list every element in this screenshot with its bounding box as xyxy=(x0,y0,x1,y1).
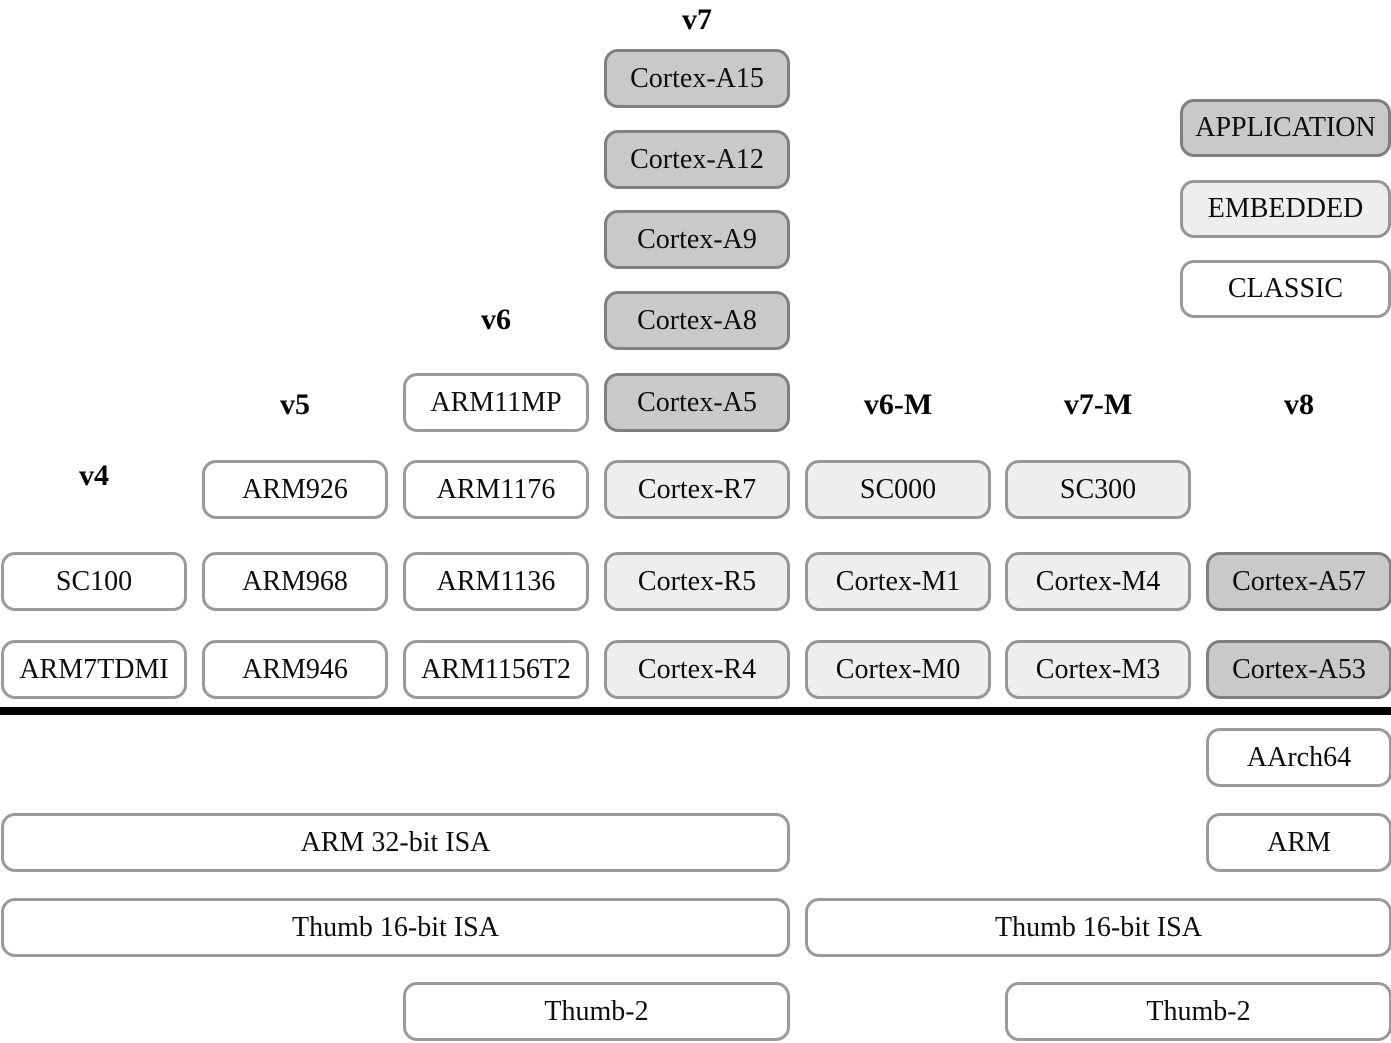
box-cortex-r7: Cortex-R7 xyxy=(604,460,790,519)
box-cortex-a12: Cortex-A12 xyxy=(604,130,790,189)
legend-embedded: EMBEDDED xyxy=(1180,180,1391,238)
label-v6: v6 xyxy=(481,303,511,336)
isa-aarch64: AArch64 xyxy=(1206,728,1391,787)
isa-thumb-16-bit-isa-2: Thumb 16-bit ISA xyxy=(805,898,1391,957)
box-cortex-a53: Cortex-A53 xyxy=(1206,640,1391,699)
isa-thumb-16-bit-isa: Thumb 16-bit ISA xyxy=(1,898,790,957)
box-cortex-a15: Cortex-A15 xyxy=(604,49,790,108)
box-sc000: SC000 xyxy=(805,460,991,519)
box-arm7tdmi: ARM7TDMI xyxy=(1,640,187,699)
box-cortex-m4: Cortex-M4 xyxy=(1005,552,1191,611)
box-arm946: ARM946 xyxy=(202,640,388,699)
box-arm1156t2: ARM1156T2 xyxy=(403,640,589,699)
legend-embedded-label: EMBEDDED xyxy=(1207,193,1364,224)
box-cortex-a57: Cortex-A57 xyxy=(1206,552,1391,611)
isa-thumb-2: Thumb-2 xyxy=(403,982,790,1041)
box-arm968: ARM968 xyxy=(202,552,388,611)
label-v7: v7 xyxy=(682,3,712,36)
box-cortex-r5: Cortex-R5 xyxy=(604,552,790,611)
box-cortex-m0: Cortex-M0 xyxy=(805,640,991,699)
box-cortex-a9: Cortex-A9 xyxy=(604,210,790,269)
label-v7-m: v7-M xyxy=(1063,388,1133,421)
isa-section-divider xyxy=(0,707,1391,715)
legend-application-label: APPLICATION xyxy=(1195,112,1376,143)
isa-thumb-2-2: Thumb-2 xyxy=(1005,982,1391,1041)
box-sc100: SC100 xyxy=(1,552,187,611)
label-v8: v8 xyxy=(1284,388,1314,421)
box-cortex-m1: Cortex-M1 xyxy=(805,552,991,611)
isa-arm-32-bit-isa: ARM 32-bit ISA xyxy=(1,813,790,872)
box-sc300: SC300 xyxy=(1005,460,1191,519)
box-cortex-a5: Cortex-A5 xyxy=(604,373,790,432)
legend-classic: CLASSIC xyxy=(1180,260,1391,318)
box-cortex-m3: Cortex-M3 xyxy=(1005,640,1191,699)
legend-application: APPLICATION xyxy=(1180,99,1391,157)
label-v4: v4 xyxy=(79,459,109,492)
box-arm926: ARM926 xyxy=(202,460,388,519)
isa-arm: ARM xyxy=(1206,813,1391,872)
box-cortex-r4: Cortex-R4 xyxy=(604,640,790,699)
box-arm1136: ARM1136 xyxy=(403,552,589,611)
label-v6-m: v6-M xyxy=(863,388,933,421)
label-v5: v5 xyxy=(280,388,310,421)
box-arm11mp: ARM11MP xyxy=(403,373,589,432)
box-arm1176: ARM1176 xyxy=(403,460,589,519)
legend-classic-label: CLASSIC xyxy=(1227,273,1344,304)
box-cortex-a8: Cortex-A8 xyxy=(604,291,790,350)
